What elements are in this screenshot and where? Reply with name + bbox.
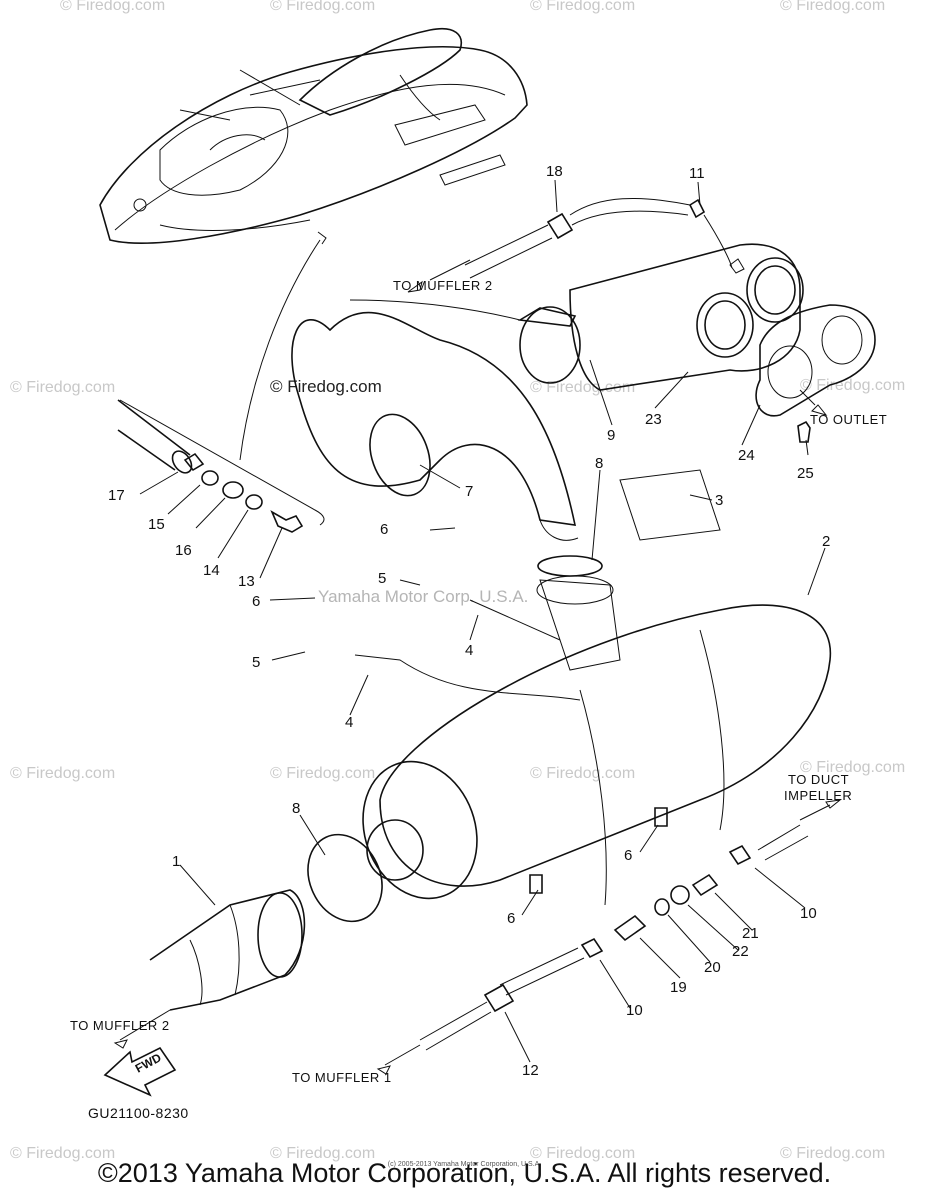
exhaust-pipe <box>291 299 579 541</box>
fwd-label: FWD <box>133 1050 164 1075</box>
band-clamp-lower <box>307 833 383 923</box>
muffler-body <box>354 469 832 906</box>
callout-9: 9 <box>607 427 615 444</box>
callout-14: 14 <box>203 562 220 579</box>
fwd-arrow: FWD <box>103 1046 177 1097</box>
watermark: © Firedog.com <box>530 379 635 396</box>
callout-11: 11 <box>689 165 705 182</box>
callout-4-a: 4 <box>465 642 473 659</box>
watermark: © Firedog.com <box>530 0 635 14</box>
callout-24: 24 <box>738 447 755 464</box>
note-impeller: IMPELLER <box>784 788 852 803</box>
watermark: © Firedog.com <box>10 765 115 782</box>
callout-6-d: 6 <box>507 910 515 927</box>
routing-notes: TO MUFFLER 2 TO OUTLET TO DUCT IMPELLER … <box>70 278 887 1121</box>
note-to-muffler-2-top: TO MUFFLER 2 <box>393 278 493 293</box>
callout-5-a: 5 <box>378 570 386 587</box>
callout-8-upper: 8 <box>595 455 603 472</box>
callout-22: 22 <box>732 943 749 960</box>
watermark: © Firedog.com <box>530 1145 635 1162</box>
manifold-assembly <box>517 243 876 443</box>
callout-23: 23 <box>645 411 662 428</box>
callout-6-a: 6 <box>380 521 388 538</box>
watermark: © Firedog.com <box>60 0 165 14</box>
note-to-muffler-1: TO MUFFLER 1 <box>292 1070 392 1085</box>
callout-15: 15 <box>148 516 165 533</box>
note-to-duct: TO DUCT <box>788 772 849 787</box>
callout-25: 25 <box>797 465 814 482</box>
watermark: © Firedog.com <box>800 377 905 394</box>
diagram-code: GU21100-8230 <box>88 1105 189 1121</box>
watermark: © Firedog.com <box>270 765 375 782</box>
callout-labels: 18 11 9 23 24 25 7 8 3 2 6 5 6 5 4 4 17 … <box>108 163 830 1079</box>
callout-17: 17 <box>108 487 125 504</box>
note-to-muffler-2-bottom: TO MUFFLER 2 <box>70 1018 170 1033</box>
callout-1: 1 <box>172 853 180 870</box>
watermarks: © Firedog.com © Firedog.com © Firedog.co… <box>10 0 905 1162</box>
band-clamp <box>537 555 603 577</box>
callout-8-lower: 8 <box>292 800 300 817</box>
callout-4-b: 4 <box>345 714 353 731</box>
callout-7: 7 <box>465 483 473 500</box>
note-to-outlet: TO OUTLET <box>810 412 887 427</box>
leader-lines <box>139 179 826 1063</box>
hose-assembly <box>464 197 733 279</box>
callout-10-a: 10 <box>800 905 817 922</box>
watermark: © Firedog.com <box>530 765 635 782</box>
callout-21: 21 <box>742 925 759 942</box>
watermark: © Firedog.com <box>270 0 375 14</box>
watermark: © Firedog.com <box>780 0 885 14</box>
callout-18: 18 <box>546 163 563 180</box>
small-copyright: (c) 2005-2013 Yamaha Motor Corporation, … <box>387 1161 542 1168</box>
watermark: © Firedog.com <box>10 379 115 396</box>
callout-5-b: 5 <box>252 654 260 671</box>
direction-arrows <box>113 259 842 1075</box>
callout-3: 3 <box>715 492 723 509</box>
watermark: © Firedog.com <box>270 1145 375 1162</box>
callout-10-b: 10 <box>626 1002 643 1019</box>
callout-6-c: 6 <box>624 847 632 864</box>
callout-2: 2 <box>822 533 830 550</box>
watermark-dark: © Firedog.com <box>270 377 382 396</box>
copyright-footer: ©2013 Yamaha Motor Corporation, U.S.A. A… <box>97 1158 832 1188</box>
watermark: © Firedog.com <box>780 1145 885 1162</box>
callout-12: 12 <box>522 1062 539 1079</box>
lower-fittings <box>419 807 809 1051</box>
fitting-assembly <box>117 399 325 533</box>
callout-20: 20 <box>704 959 721 976</box>
center-watermark: Yamaha Motor Corp. U.S.A. <box>318 587 528 606</box>
silencer-pipe <box>149 889 306 1011</box>
callout-6-b: 6 <box>252 593 260 610</box>
watermark: © Firedog.com <box>10 1145 115 1162</box>
callout-16: 16 <box>175 542 192 559</box>
watermark: © Firedog.com <box>800 759 905 776</box>
watercraft-illustration <box>99 28 528 245</box>
callout-19: 19 <box>670 979 687 996</box>
callout-13: 13 <box>238 573 255 590</box>
